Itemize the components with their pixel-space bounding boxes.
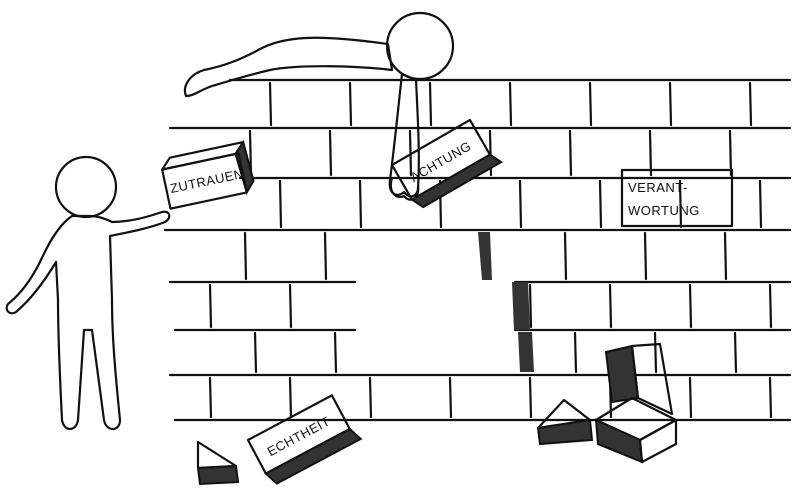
top-figure (183, 11, 455, 198)
brick-joint (528, 376, 533, 419)
brick-joint (328, 129, 333, 177)
brick-joint (358, 179, 363, 229)
brick-joint (368, 376, 373, 419)
brick-joint (648, 129, 653, 177)
brick-label-verantwortung-1: VERANT- (628, 180, 688, 195)
brick-label-zutrauen: ZUTRAUEN (169, 166, 245, 196)
brick-joint (448, 376, 453, 419)
brick-joint (428, 81, 433, 127)
brick-joint (768, 376, 773, 419)
brick-joint (253, 331, 258, 374)
fallen-bricks (196, 342, 678, 486)
brick-joint (688, 283, 693, 329)
brick-joint (408, 129, 413, 177)
brick-joint (288, 376, 293, 419)
brick-joint (573, 331, 578, 374)
brick-joint (678, 179, 683, 229)
brick-joint (518, 179, 523, 229)
brick-label-verantwortung-2: WORTUNG (628, 203, 700, 218)
brick-joint (598, 179, 603, 229)
brick-joint (688, 376, 693, 419)
brick-joint (323, 231, 328, 281)
left-figure (5, 155, 171, 431)
brick-joint (208, 376, 213, 419)
brick-joint (288, 283, 293, 329)
brick-echtheit: ECHTHEIT (246, 394, 363, 485)
brick-joint (643, 231, 648, 281)
brick-joint (568, 129, 573, 177)
brick-wall (163, 78, 792, 422)
left-figure-head (54, 155, 118, 219)
brick-joint (758, 179, 763, 229)
brick-joint (333, 331, 338, 374)
brick-joint (528, 283, 533, 329)
brick-joint (768, 283, 773, 329)
brick-joint (243, 231, 248, 281)
brick-joint (748, 81, 753, 127)
brick-joint (608, 283, 613, 329)
brick-joint (733, 331, 738, 374)
brick-joint (278, 179, 283, 229)
brick-joint (668, 81, 673, 127)
brick-joint (588, 81, 593, 127)
brick-joint (653, 331, 658, 374)
top-figure-hand (389, 176, 420, 201)
top-figure-head (385, 11, 455, 81)
brick-joint (268, 81, 273, 127)
brick-joint (208, 283, 213, 329)
brick-joint (723, 231, 728, 281)
brick-zutrauen: ZUTRAUEN (161, 139, 255, 210)
wall-hole-shadows (478, 232, 534, 372)
brick-joint (563, 231, 568, 281)
brick-joint (728, 129, 733, 177)
brick-joint (508, 81, 513, 127)
brick-verantwortung: VERANT- WORTUNG (620, 168, 734, 228)
brick-joint (348, 81, 353, 127)
